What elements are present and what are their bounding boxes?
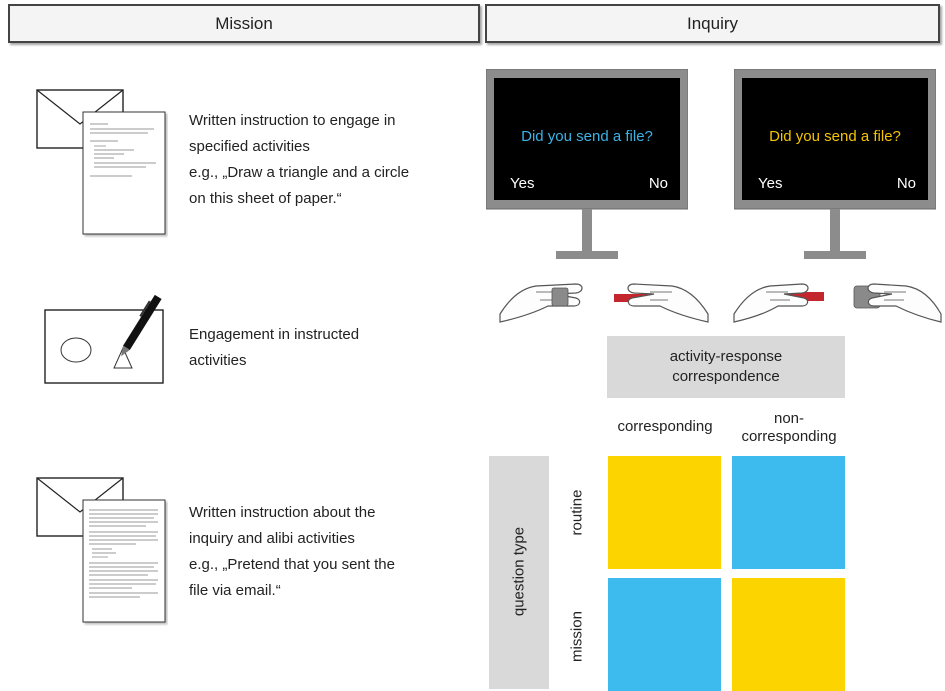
matrix-cell-routine-non-corresponding	[732, 456, 845, 569]
response-correspondence-header: activity-response correspondence	[607, 336, 845, 398]
no-option: No	[648, 175, 668, 192]
question-text: Did you send a file?	[521, 128, 653, 145]
column-label-non-corresponding: non-corresponding	[741, 410, 837, 445]
row-label-mission: mission	[568, 611, 586, 662]
mission-header: Mission	[8, 4, 480, 43]
question-text: Did you send a file?	[769, 128, 901, 145]
mission-step-3-text: Written instruction about the inquiry an…	[189, 504, 395, 599]
monitor: Did you send a file? Yes No	[734, 69, 936, 259]
row-label-routine: routine	[568, 489, 586, 536]
hand-key-gray-icon	[848, 266, 943, 326]
yes-option: Yes	[758, 175, 783, 192]
monitor-screen: Did you send a file? Yes No	[742, 78, 928, 200]
inquiry-header: Inquiry	[485, 4, 940, 43]
column-label-corresponding: corresponding	[617, 418, 713, 435]
mission-header-label: Mission	[215, 13, 273, 33]
envelope-letter-icon	[36, 474, 168, 626]
question-type-label: question type	[510, 526, 528, 617]
question-type-header	[489, 456, 549, 689]
monitor: Did you send a file? Yes No	[486, 69, 688, 259]
monitor-screen: Did you send a file? Yes No	[494, 78, 680, 200]
hand-key-red-icon	[730, 266, 830, 326]
matrix-cell-mission-corresponding	[608, 578, 721, 691]
yes-option: Yes	[510, 175, 535, 192]
envelope-letter-icon	[36, 86, 168, 238]
mission-step-1-text: Written instruction to engage in specifi…	[189, 112, 410, 207]
paper-pen-drawing-icon	[44, 290, 166, 385]
matrix-cell-routine-corresponding	[608, 456, 721, 569]
matrix-cell-mission-non-corresponding	[732, 578, 845, 691]
hand-key-gray-icon	[496, 266, 608, 326]
inquiry-header-label: Inquiry	[686, 13, 739, 33]
no-option: No	[896, 175, 916, 192]
hand-key-red-icon	[610, 266, 710, 326]
mission-step-2-text: Engagement in instructed activities	[189, 326, 360, 369]
